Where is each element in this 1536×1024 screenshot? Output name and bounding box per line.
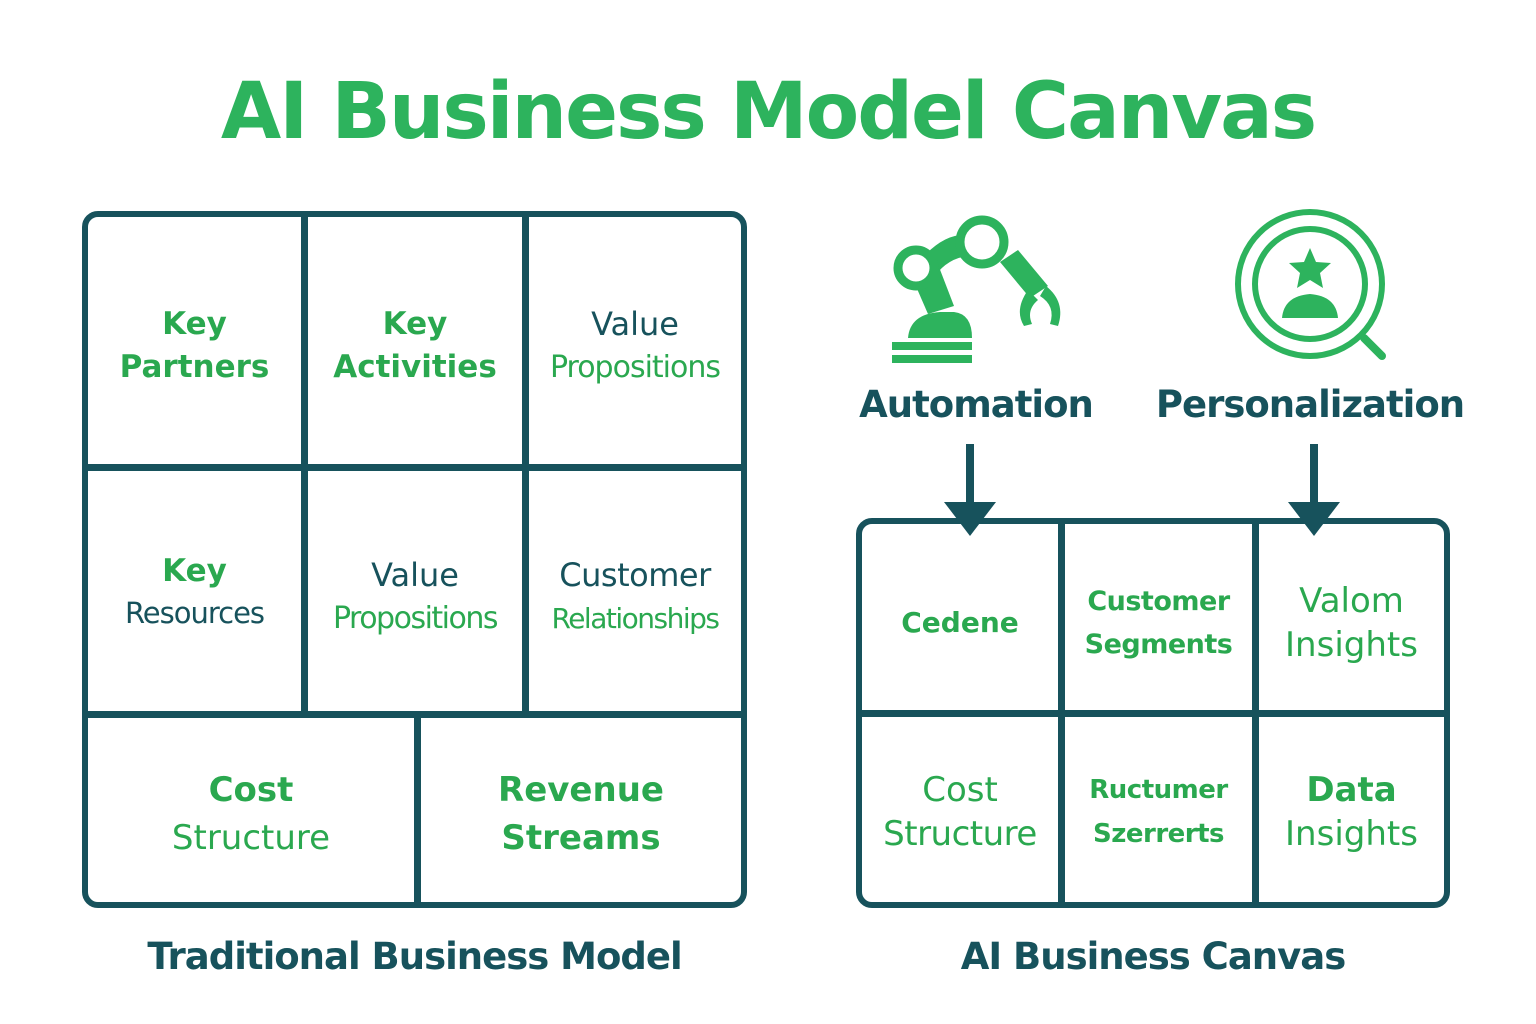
cell-label: Activities — [333, 348, 497, 385]
cell-label: Propositions — [332, 601, 499, 636]
driver-label-automation: Automation — [859, 383, 1094, 426]
cell-label: Insights — [1285, 813, 1418, 854]
robot-forearm — [1000, 250, 1048, 298]
cell-label: Key — [162, 552, 227, 589]
cell-customer-segments: Customer Segments — [1065, 524, 1252, 710]
cell-label: Key — [162, 305, 227, 342]
cell-label: Cedene — [901, 606, 1019, 639]
cell-label: Value — [371, 556, 459, 594]
cell-label: Structure — [883, 813, 1037, 854]
user-magnifier-icon — [1235, 209, 1386, 360]
user-silhouette — [1282, 294, 1338, 318]
robot-gripper — [1040, 286, 1061, 326]
cell-label: Streams — [501, 818, 661, 858]
grid-divider — [862, 710, 1444, 717]
traditional-canvas-grid: Key Partners Key Activities Value Propos… — [82, 211, 747, 908]
cell-label: Relationships — [551, 602, 720, 635]
traditional-caption: Traditional Business Model — [147, 935, 682, 978]
star-icon — [1289, 248, 1331, 288]
robot-base — [908, 312, 972, 338]
robot-base-plate — [892, 355, 972, 363]
cell-label: Customer — [1087, 586, 1230, 617]
cell-label: Ructumer — [1089, 774, 1228, 805]
driver-label-personalization: Personalization — [1155, 383, 1465, 426]
robot-arm-icon — [892, 215, 1061, 363]
cell-label: Value — [591, 304, 679, 343]
cell-label: Structure — [171, 818, 331, 858]
cell-cost-structure: Cost Structure — [862, 717, 1058, 902]
cell-data-insights: Data Insights — [1259, 717, 1444, 902]
page-title: AI Business Model Canvas — [220, 67, 1317, 157]
cell-label: Szerrerts — [1093, 818, 1225, 849]
cell-key-resources: Key Resources — [88, 471, 301, 711]
cell-customer-relationships: Customer Relationships — [529, 471, 741, 711]
cell-key-partners: Key Partners — [88, 217, 301, 464]
cell-label: Cost — [208, 770, 294, 810]
cell-label: Resources — [124, 595, 265, 630]
cell-value-propositions-2: Value Propositions — [308, 471, 522, 711]
robot-joint — [955, 215, 1009, 269]
robot-gripper — [1019, 290, 1038, 326]
robot-joint — [893, 245, 939, 291]
cell-label: Partners — [119, 348, 270, 385]
cell-cost-structure: Cost Structure — [88, 718, 414, 902]
grid-divider — [414, 714, 421, 902]
cell-label: Segments — [1084, 629, 1233, 660]
cell-label: Data — [1306, 769, 1397, 810]
grid-divider — [88, 464, 741, 471]
cell-label: Propositions — [549, 349, 721, 385]
cell-key-activities: Key Activities — [308, 217, 522, 464]
cell-cedene: Cedene — [862, 524, 1058, 710]
ai-canvas-grid: Cedene Customer Segments Valom Insights … — [856, 518, 1450, 908]
ai-canvas-caption: AI Business Canvas — [960, 935, 1346, 978]
cell-label: Cost — [922, 769, 998, 810]
cell-label: Insights — [1285, 625, 1418, 665]
cell-value-propositions: Value Propositions — [529, 217, 741, 464]
cell-revenue-streams: Revenue Streams — [421, 718, 741, 902]
cell-label: Valom — [1299, 581, 1404, 621]
cell-label: Revenue — [498, 770, 664, 810]
cell-label: Customer — [559, 556, 711, 594]
cell-label: Key — [382, 305, 448, 342]
cell-valom-insights: Valom Insights — [1259, 524, 1444, 710]
cell-ructumer-szerrerts: Ructumer Szerrerts — [1065, 717, 1252, 902]
robot-base-plate — [892, 342, 972, 350]
